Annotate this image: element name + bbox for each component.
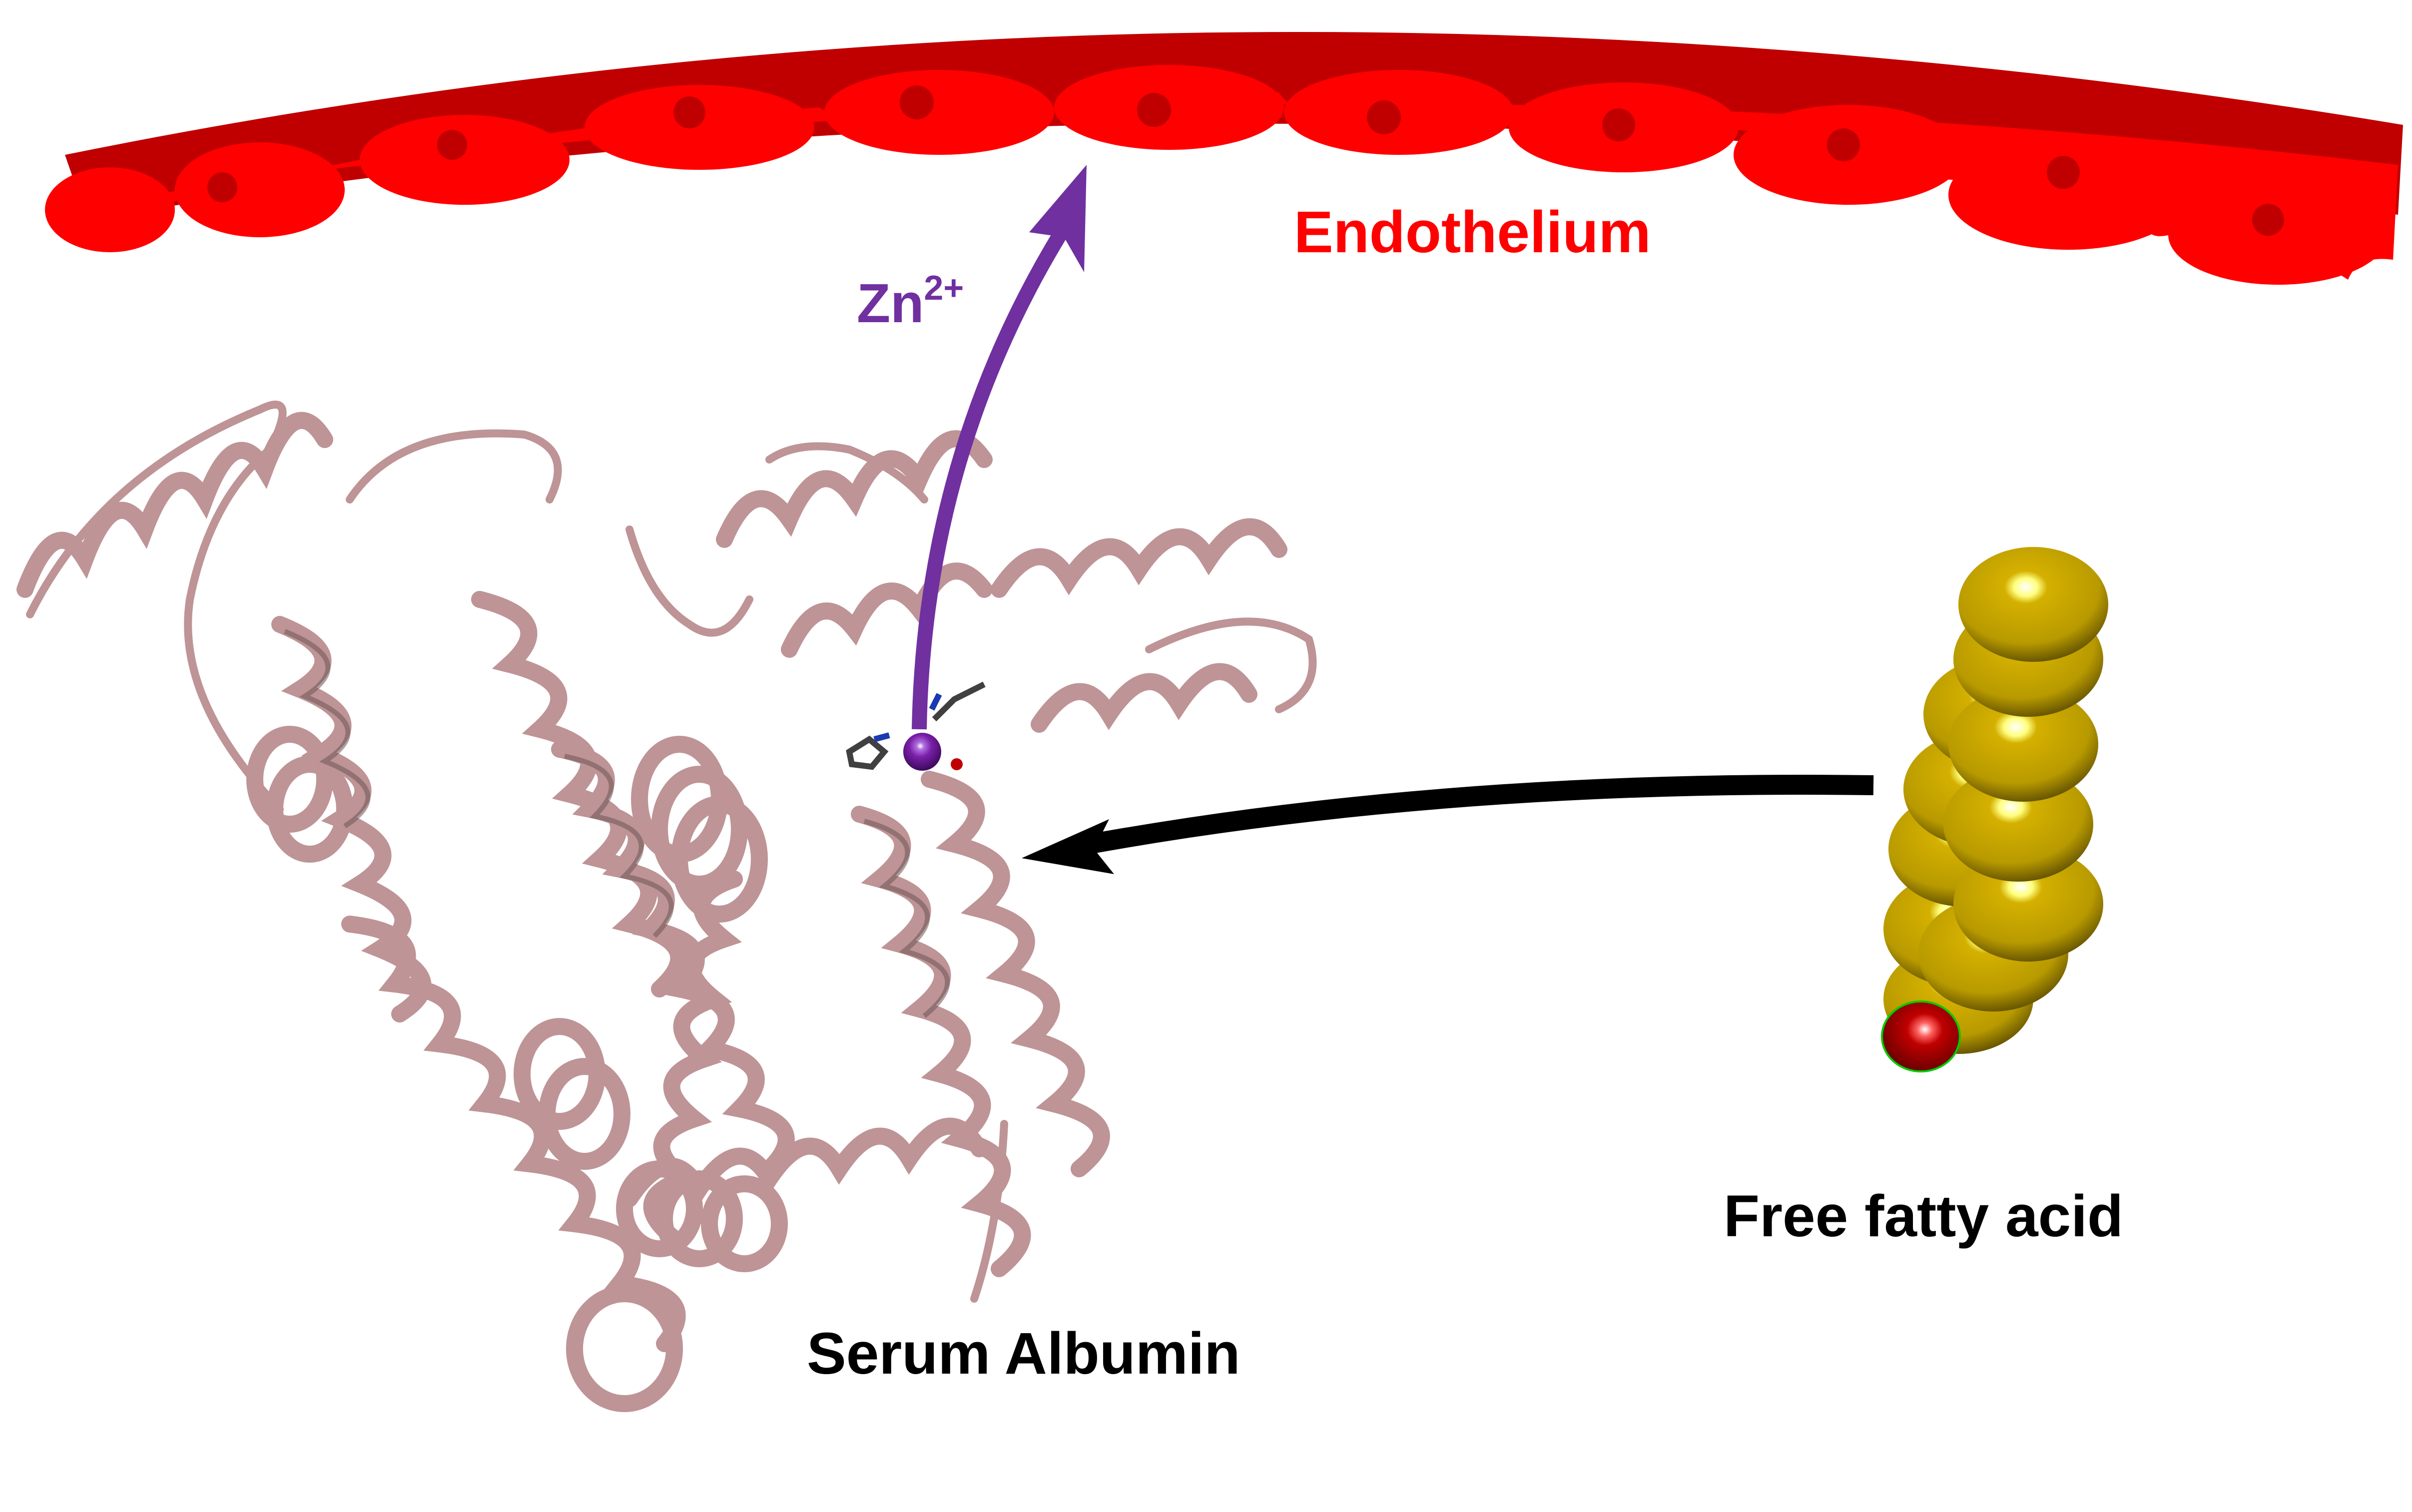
fatty-acid-binding-arrow bbox=[1022, 774, 1874, 874]
zinc-symbol: Zn bbox=[857, 273, 924, 334]
nucleus bbox=[437, 130, 467, 160]
nucleus bbox=[1367, 100, 1401, 134]
protein-loop bbox=[26, 401, 287, 813]
histidine-residue bbox=[932, 681, 986, 722]
helix-end-view bbox=[651, 766, 748, 893]
helix-end-view bbox=[671, 796, 768, 923]
alpha-helix bbox=[1031, 663, 1257, 733]
helix-end-view bbox=[266, 756, 353, 863]
protein-loop bbox=[765, 442, 928, 504]
endothelial-nuclei bbox=[207, 85, 2284, 236]
zinc-atom bbox=[903, 733, 941, 771]
carbon-atom bbox=[1958, 547, 2108, 662]
endothelial-cell bbox=[175, 142, 345, 237]
alpha-helix bbox=[781, 562, 993, 658]
helix-end-view bbox=[616, 1160, 703, 1257]
nucleus bbox=[2252, 204, 2284, 236]
nucleus bbox=[207, 172, 237, 202]
zinc-arrow-shaft bbox=[912, 216, 1076, 730]
endothelium-outer-band bbox=[65, 31, 2403, 220]
endothelial-cell bbox=[585, 85, 814, 170]
alpha-helix bbox=[921, 771, 1110, 1177]
protein-loop bbox=[1145, 617, 1317, 713]
endothelium-label: Endothelium bbox=[1294, 199, 1651, 265]
free-fatty-acid-model bbox=[1881, 547, 2108, 1072]
endothelium-layer bbox=[45, 31, 2403, 285]
helix-end-view bbox=[701, 1175, 788, 1272]
zinc-release-arrow bbox=[912, 165, 1087, 730]
nucleus bbox=[1137, 93, 1171, 127]
nucleus bbox=[1602, 108, 1635, 141]
zinc-charge: 2+ bbox=[924, 268, 964, 307]
helix-end-view bbox=[539, 1058, 630, 1170]
serum-albumin-structure bbox=[16, 401, 1317, 1412]
histidine-residue bbox=[846, 735, 889, 770]
helix-end-view bbox=[246, 726, 333, 833]
alpha-helix bbox=[16, 412, 333, 598]
nucleus bbox=[673, 96, 705, 128]
free-fatty-acid-label: Free fatty acid bbox=[1724, 1183, 2123, 1249]
alpha-helix bbox=[851, 806, 1031, 1277]
alpha-helix bbox=[471, 591, 687, 998]
endothelial-cell bbox=[360, 115, 570, 205]
alpha-helix bbox=[716, 430, 993, 548]
protein-loop bbox=[346, 429, 562, 504]
endothelial-cell bbox=[45, 167, 175, 252]
zinc-ion-label: Zn2+ bbox=[857, 268, 964, 334]
helix-end-view bbox=[566, 1285, 683, 1412]
serum-albumin-label: Serum Albumin bbox=[807, 1321, 1240, 1387]
binding-arrow-shaft bbox=[1087, 774, 1874, 854]
curved-arrow-up-icon bbox=[1029, 165, 1087, 272]
carbon-atom bbox=[1948, 687, 2098, 802]
protein-shading bbox=[284, 629, 950, 1018]
alpha-helix bbox=[341, 916, 686, 1352]
endothelial-cell bbox=[1948, 140, 2188, 250]
oxygen-atom bbox=[1881, 1001, 1961, 1072]
endothelial-cell bbox=[824, 70, 1054, 155]
nucleus bbox=[900, 85, 934, 119]
alpha-helix bbox=[991, 518, 1287, 598]
endothelial-cell bbox=[2168, 185, 2388, 285]
arrow-left-icon bbox=[1022, 819, 1114, 874]
protein-loop bbox=[625, 525, 753, 637]
oxygen-atom bbox=[951, 758, 963, 770]
nucleus bbox=[1827, 128, 1860, 161]
zinc-binding-site bbox=[846, 681, 986, 771]
nucleus bbox=[2047, 156, 2080, 189]
helix-end-view bbox=[656, 1170, 743, 1267]
